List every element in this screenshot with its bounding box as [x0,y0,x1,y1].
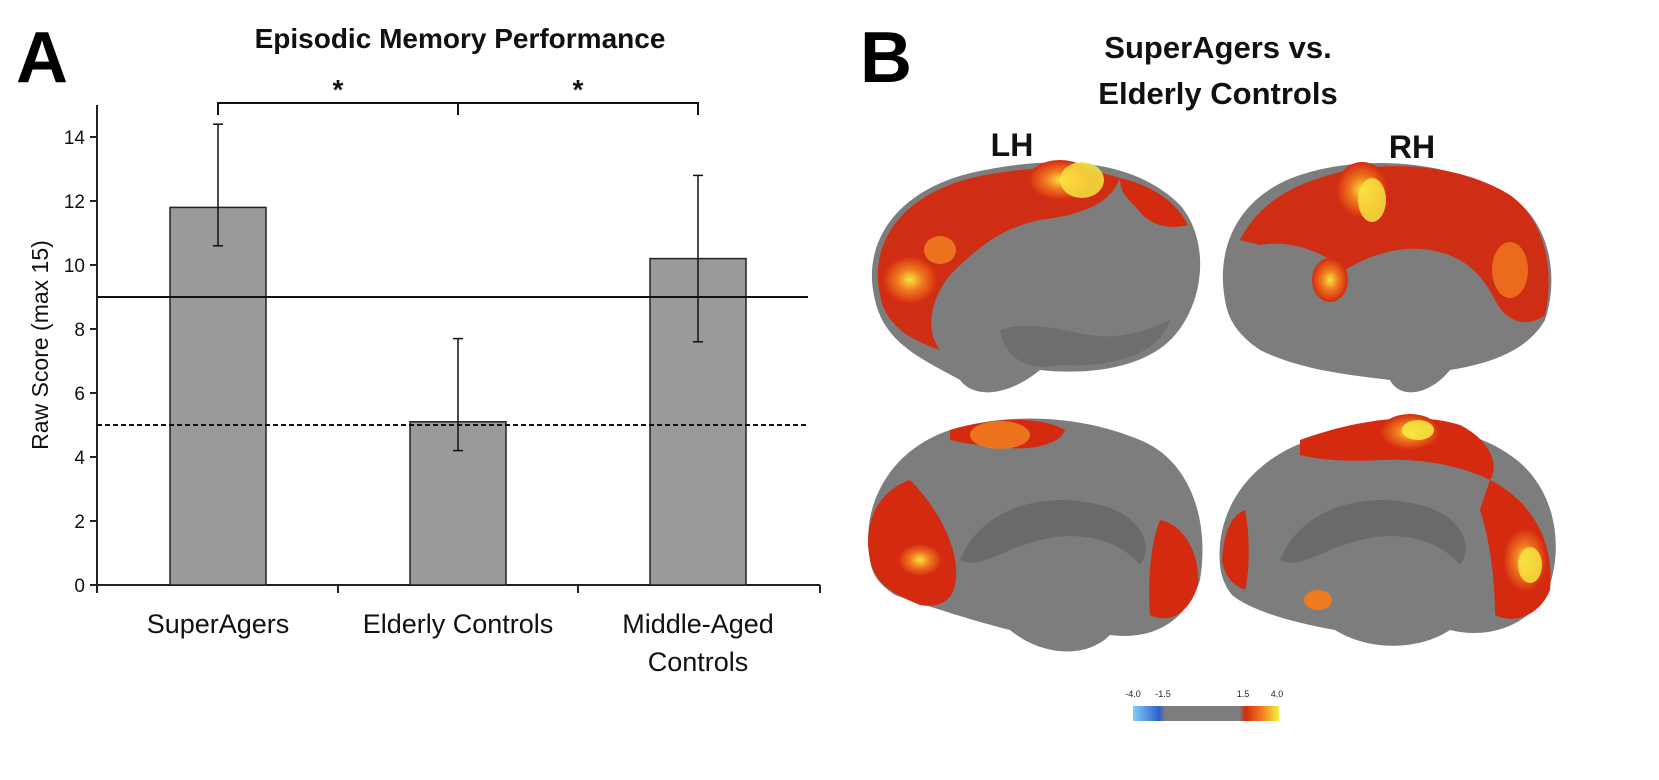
panel-letter-a: A [16,18,68,98]
label-left-hemisphere: LH [991,127,1034,163]
category-label: Elderly Controls [363,609,554,639]
category-label: SuperAgers [147,609,290,639]
y-tick-label: 0 [74,576,85,597]
panel-letter-b: B [860,18,912,98]
y-axis-label: Raw Score (max 15) [27,240,53,450]
y-tick-label: 2 [74,512,85,533]
y-tick-label: 10 [64,256,85,277]
brain-title-line2: Elderly Controls [1098,76,1337,111]
label-right-hemisphere: RH [1389,129,1435,165]
category-label: Controls [648,647,749,677]
colorbar-tick: -4.0 [1125,689,1141,699]
y-tick-label: 8 [74,320,85,341]
y-tick-label: 12 [64,192,85,213]
category-label: Middle-Aged [622,609,774,639]
significance-star: * [573,74,584,105]
significance-bracket [457,102,699,115]
colorbar-tick: -1.5 [1155,689,1171,699]
bar-chart: 0 2 4 6 8 10 12 14 * * SuperAgers Elderly Controls M… [64,74,821,677]
colorbar-tick: 4.0 [1271,689,1284,699]
colorbar: -4.0 -1.5 1.5 4.0 [1125,689,1283,721]
colorbar-tick: 1.5 [1237,689,1250,699]
significance-star: * [333,74,344,105]
y-tick-label: 4 [74,448,85,469]
brain-lh-medial [868,418,1203,652]
y-tick-label: 14 [64,128,86,149]
brain-rh-medial [1219,414,1556,646]
bar [169,206,267,586]
y-tick-label: 6 [74,384,85,405]
brain-lh-lateral [871,160,1201,393]
brain-title-line1: SuperAgers vs. [1104,30,1331,65]
chart-title: Episodic Memory Performance [255,23,666,54]
brain-rh-lateral [1222,162,1552,393]
colorbar-gradient [1133,706,1279,721]
